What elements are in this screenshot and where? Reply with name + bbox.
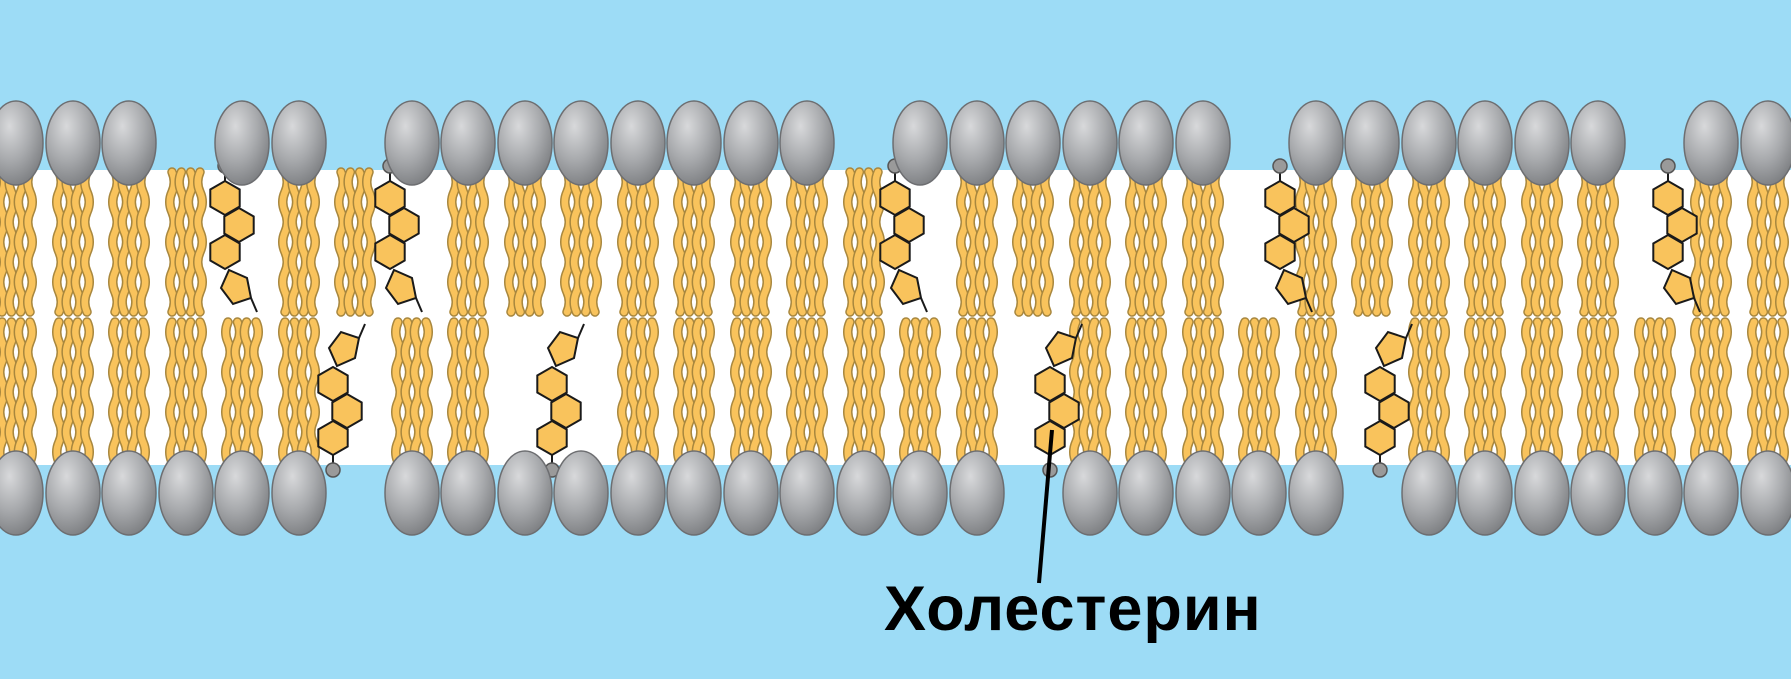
phospholipid-head-icon (1176, 451, 1230, 535)
phospholipid-head-icon (102, 451, 156, 535)
cholesterol-label: Холестерин (884, 578, 1262, 641)
phospholipid-head-icon (272, 101, 326, 185)
steroid-ring (537, 367, 566, 401)
phospholipid-head-icon (385, 101, 439, 185)
phospholipid-head-icon (385, 451, 439, 535)
phospholipid-head-icon (1628, 451, 1682, 535)
phospholipid-head-icon (837, 451, 891, 535)
steroid-ring (1365, 367, 1394, 401)
phospholipid-head-icon (1684, 451, 1738, 535)
phospholipid-head-icon (1741, 451, 1791, 535)
steroid-ring (210, 235, 239, 269)
phospholipid-head-icon (441, 451, 495, 535)
phospholipid-head-icon (498, 451, 552, 535)
phospholipid-head-icon (724, 101, 778, 185)
phospholipid-head-icon (1684, 101, 1738, 185)
phospholipid-head-icon (215, 101, 269, 185)
phospholipid-head-icon (554, 451, 608, 535)
phospholipid-head-icon (215, 451, 269, 535)
phospholipid-head-icon (667, 101, 721, 185)
phospholipid-head-icon (893, 101, 947, 185)
hydroxyl-group-icon (1661, 159, 1675, 173)
phospholipid-head-icon (498, 101, 552, 185)
phospholipid-head-icon (1741, 101, 1791, 185)
hydroxyl-group-icon (1373, 463, 1387, 477)
steroid-ring (1653, 235, 1682, 269)
steroid-ring (1265, 235, 1294, 269)
phospholipid-head-icon (1571, 451, 1625, 535)
phospholipid-head-icon (893, 451, 947, 535)
steroid-ring (318, 367, 347, 401)
phospholipid-head-icon (611, 451, 665, 535)
phospholipid-head-icon (1119, 101, 1173, 185)
phospholipid-head-icon (950, 101, 1004, 185)
phospholipid-head-icon (780, 101, 834, 185)
hydroxyl-group-icon (326, 463, 340, 477)
phospholipid-head-icon (1289, 101, 1343, 185)
steroid-ring (375, 235, 404, 269)
phospholipid-head-icon (46, 451, 100, 535)
phospholipid-head-icon (1006, 101, 1060, 185)
phospholipid-head-icon (1289, 451, 1343, 535)
phospholipid-head-icon (554, 101, 608, 185)
phospholipid-head-icon (1571, 101, 1625, 185)
steroid-ring (1035, 367, 1064, 401)
phospholipid-head-icon (950, 451, 1004, 535)
hydroxyl-group-icon (1273, 159, 1287, 173)
phospholipid-head-icon (1176, 101, 1230, 185)
phospholipid-head-icon (102, 101, 156, 185)
phospholipid-head-icon (724, 451, 778, 535)
phospholipid-head-icon (1515, 451, 1569, 535)
phospholipid-head-icon (1063, 101, 1117, 185)
phospholipid-head-icon (1458, 451, 1512, 535)
phospholipid-head-icon (46, 101, 100, 185)
phospholipid-head-icon (441, 101, 495, 185)
phospholipid-head-icon (1402, 451, 1456, 535)
phospholipid-head-icon (1402, 101, 1456, 185)
phospholipid-head-icon (1063, 451, 1117, 535)
phospholipid-head-icon (611, 101, 665, 185)
steroid-ring (880, 235, 909, 269)
phospholipid-head-icon (272, 451, 326, 535)
phospholipid-head-icon (1345, 101, 1399, 185)
phospholipid-head-icon (780, 451, 834, 535)
phospholipid-head-icon (1119, 451, 1173, 535)
phospholipid-head-icon (1458, 101, 1512, 185)
phospholipid-head-icon (1232, 451, 1286, 535)
phospholipid-head-icon (667, 451, 721, 535)
phospholipid-head-icon (159, 451, 213, 535)
phospholipid-head-icon (1515, 101, 1569, 185)
